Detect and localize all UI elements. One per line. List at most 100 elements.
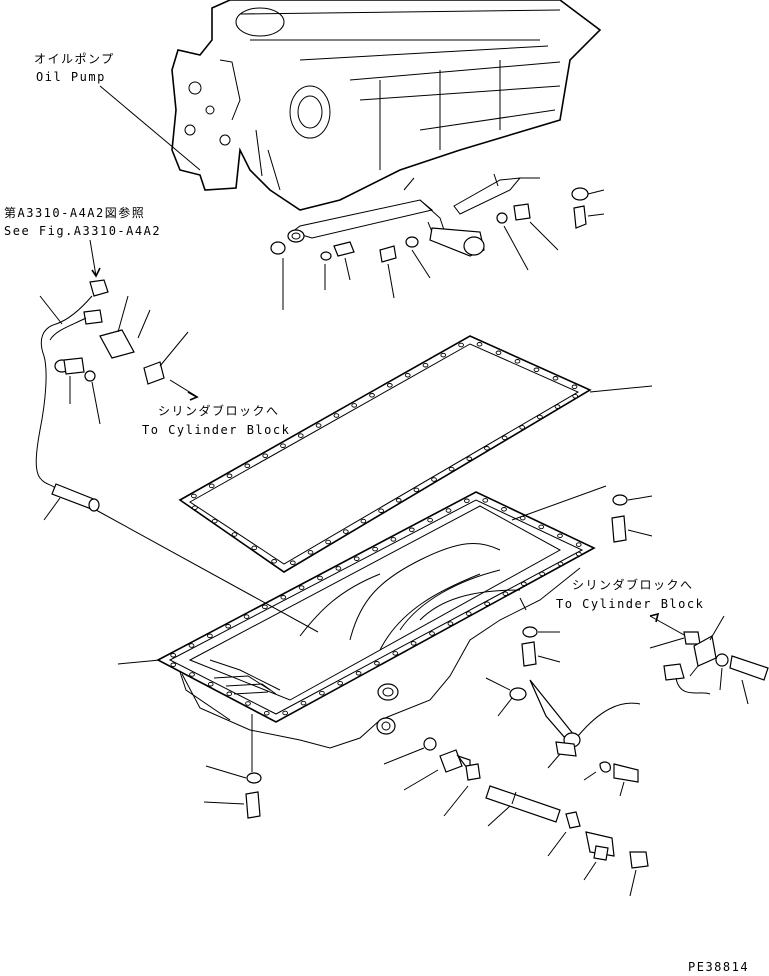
bolt-hole <box>262 453 269 458</box>
bolt-hole <box>170 652 177 658</box>
bolt-hole <box>392 651 399 656</box>
bolt-hole <box>445 508 452 513</box>
oil-pump-leader <box>99 85 201 171</box>
bolt-hole <box>263 710 270 716</box>
bolt-hole <box>207 633 213 639</box>
bolt-hole <box>325 539 331 545</box>
washer <box>320 251 332 261</box>
bolt-hole <box>342 529 349 534</box>
bolt-hole <box>208 483 215 489</box>
bolt-hole <box>244 463 251 469</box>
bolt-hole <box>262 604 268 610</box>
bolt-hole <box>374 661 380 666</box>
bolt-hole <box>557 561 564 567</box>
bolt-hole <box>319 690 325 696</box>
drawing-number: PE38814 <box>688 960 750 974</box>
bolt-hole <box>207 681 214 687</box>
bolt-hole <box>466 456 473 461</box>
bolt-hole <box>554 404 561 409</box>
bolt-hole <box>188 643 195 648</box>
leader <box>205 765 247 779</box>
bolt-hole <box>484 446 490 451</box>
bolt-hole <box>289 560 296 566</box>
bolt-hole <box>386 383 393 388</box>
bolt-hole <box>422 362 429 368</box>
bolt-hole <box>572 393 579 399</box>
bolt-hole <box>538 524 545 530</box>
bolt-hole <box>280 595 287 600</box>
see-fig-label-en: See Fig.A3310-A4A2 <box>4 224 162 238</box>
drain-valve-parts <box>383 737 649 897</box>
leader <box>203 801 245 805</box>
to-cylinder-block-label-1-en: To Cylinder Block <box>142 423 291 437</box>
bolt-hole <box>447 621 454 626</box>
oil-pan-gasket <box>178 335 592 573</box>
see-fig-label-jp: 第A3310-A4A2図参照 <box>4 206 146 220</box>
bolt-hole <box>484 601 490 606</box>
bolt-hole <box>226 691 233 697</box>
bolt-hole <box>408 527 415 533</box>
oil-pump-label-jp: オイルポンプ <box>34 52 115 66</box>
gasket-washer <box>246 772 262 784</box>
bolt <box>611 515 627 543</box>
bolt-hole <box>243 614 250 619</box>
bolt-hole <box>170 662 177 668</box>
stud-bolt <box>573 205 587 229</box>
bolt-hole <box>458 342 464 348</box>
nut <box>513 203 531 221</box>
bolt-hole <box>282 710 289 716</box>
bolt-hole <box>317 575 323 581</box>
bolt-hole <box>514 359 521 364</box>
bolt-hole <box>495 350 502 356</box>
bolt-hole <box>431 477 437 482</box>
bolt-hole <box>231 532 238 537</box>
harness-leaders <box>39 295 319 633</box>
bolt-hole <box>482 498 489 503</box>
bolt <box>333 241 355 257</box>
bolt-hole <box>335 566 342 571</box>
bolt-hole <box>307 550 314 555</box>
bolt-hole <box>575 542 582 547</box>
bolt-hole <box>501 435 508 441</box>
strainer-bracket <box>453 173 522 215</box>
level-gauge-assembly <box>485 677 641 797</box>
bolt-hole <box>297 433 304 438</box>
bolt-hole <box>355 671 362 676</box>
bolt-hole <box>372 546 378 552</box>
bolt-hole <box>557 533 563 539</box>
o-ring <box>270 241 286 255</box>
leader <box>511 485 607 521</box>
bolt-hole <box>315 423 322 428</box>
oil-level-sensor-harness <box>35 239 165 512</box>
bolt-hole <box>501 507 507 512</box>
bolt-hole <box>333 413 340 418</box>
bolt-hole <box>300 700 307 706</box>
bolt-hole <box>337 680 344 686</box>
leader <box>537 655 561 663</box>
bolt-hole <box>410 641 417 646</box>
to-cylinder-block-label-2-en: To Cylinder Block <box>556 597 705 611</box>
bolt-hole <box>226 473 233 479</box>
bolt-hole <box>395 498 402 503</box>
bolt-hole <box>476 342 483 347</box>
pipe-part-leaders <box>282 177 605 310</box>
bolt-hole <box>225 623 232 629</box>
bolt-hole <box>571 384 578 390</box>
washer <box>522 626 538 638</box>
bolt-hole <box>448 466 455 472</box>
bolt-hole <box>502 591 509 596</box>
pan-leader <box>117 659 161 665</box>
bolt-hole <box>575 551 582 557</box>
bolt-hole <box>519 425 526 430</box>
drain-plug <box>245 791 261 819</box>
bolt-hole <box>245 701 251 706</box>
bolt-hole <box>298 585 305 590</box>
engine-block <box>171 0 602 211</box>
oil-pan <box>156 491 596 749</box>
bolt-hole <box>360 518 367 524</box>
to-cylinder-block-label-1-jp: シリンダブロックへ <box>158 404 280 418</box>
bolt <box>379 245 397 263</box>
bolt-hole <box>189 672 195 677</box>
